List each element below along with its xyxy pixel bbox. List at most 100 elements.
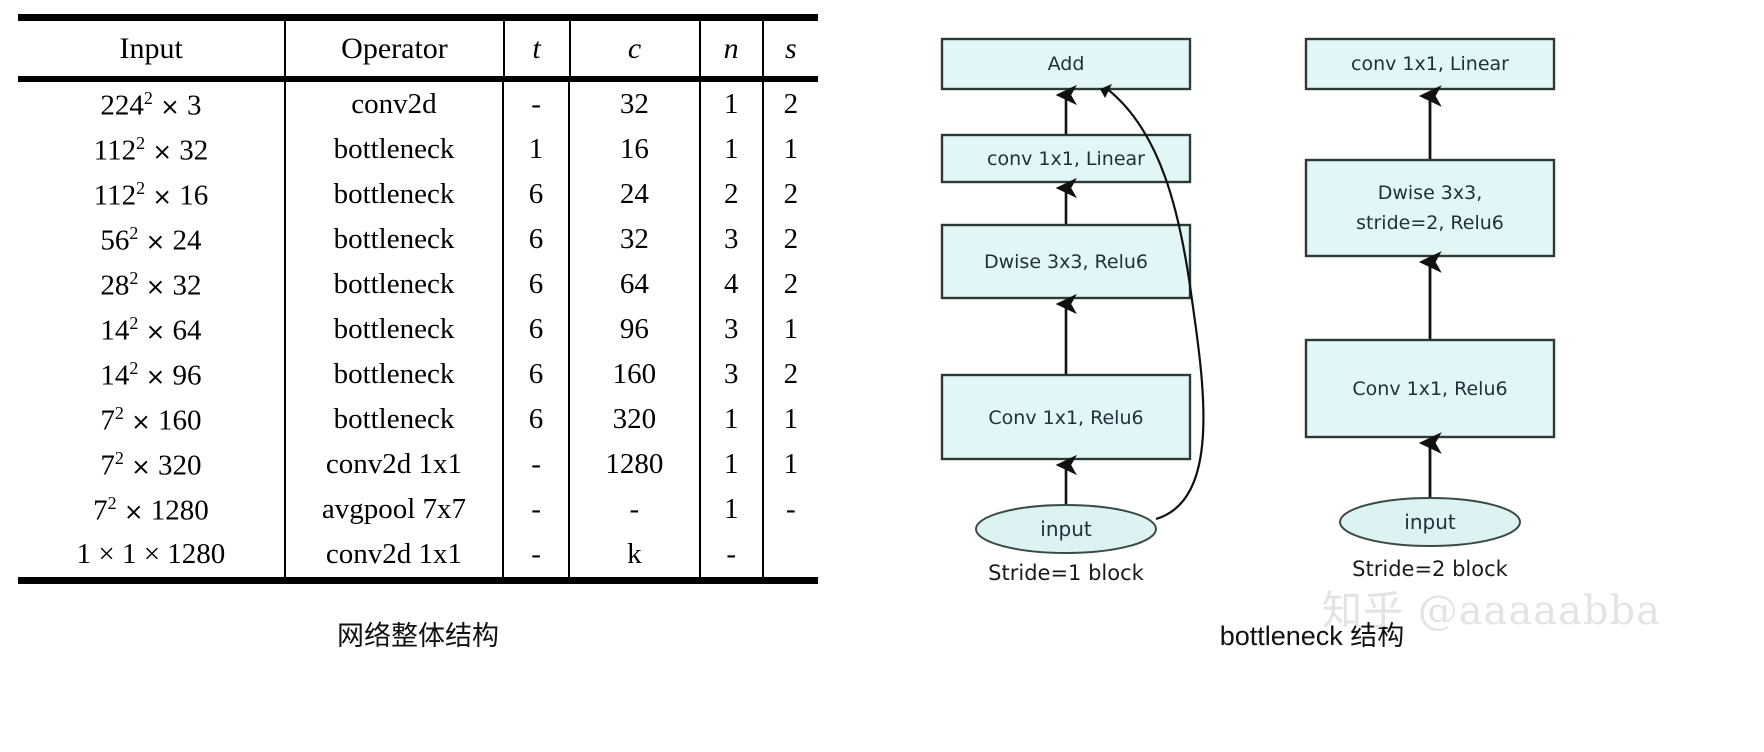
stride1-dwise-box[interactable]: Dwise 3x3, Relu6 <box>940 223 1192 300</box>
stride1-add-label: Add <box>1048 53 1085 75</box>
cell-c: 96 <box>568 307 700 352</box>
stride1-block: Add conv 1x1, Linear Dwise 3x3, Relu6 Co… <box>940 37 1205 585</box>
cell-s: - <box>761 487 818 532</box>
column-header-operator: Operator <box>284 21 504 76</box>
cell-s: 1 <box>761 127 818 172</box>
stride2-dwise-label-line1: Dwise 3x3, <box>1378 182 1483 204</box>
table-bottom-rule <box>18 577 818 584</box>
cell-s <box>761 532 818 577</box>
stride1-conv-linear-box[interactable]: conv 1x1, Linear <box>940 133 1192 184</box>
cell-t: 6 <box>502 172 570 217</box>
stride1-conv-linear-label: conv 1x1, Linear <box>987 148 1145 170</box>
stride1-dwise-label: Dwise 3x3, Relu6 <box>984 251 1148 273</box>
table-header-row: Input Operator t c n s <box>18 21 818 76</box>
stride1-skip-connection <box>1105 87 1205 521</box>
cell-t: 6 <box>502 307 570 352</box>
stride2-conv-relu-label: Conv 1x1, Relu6 <box>1352 378 1507 400</box>
column-header-n: n <box>698 21 763 76</box>
cell-t: 1 <box>502 127 570 172</box>
cell-input: 282 × 32 <box>100 267 202 302</box>
cell-t: - <box>502 532 570 577</box>
cell-operator: bottleneck <box>283 397 504 442</box>
cell-input: 562 × 24 <box>100 222 202 257</box>
cell-c: 64 <box>568 262 700 307</box>
cell-c: 1280 <box>568 442 700 487</box>
cell-operator: conv2d 1x1 <box>283 532 504 577</box>
column-header-c: c <box>568 21 700 76</box>
table-caption: 网络整体结构 <box>337 621 499 651</box>
table-top-rule <box>18 14 818 21</box>
cell-input: 142 × 64 <box>100 312 202 347</box>
cell-input: 1122 × 16 <box>93 177 209 212</box>
cell-s: 1 <box>761 397 818 442</box>
cell-c: k <box>568 532 700 577</box>
cell-c: 32 <box>568 217 700 262</box>
stride2-conv-linear-label: conv 1x1, Linear <box>1351 53 1509 75</box>
stride2-input-ellipse[interactable]: input <box>1339 497 1521 547</box>
cell-operator: bottleneck <box>283 307 504 352</box>
cell-s: 1 <box>761 442 818 487</box>
cell-input: 1122 × 32 <box>93 132 209 167</box>
cell-input: 72 × 320 <box>100 447 202 482</box>
cell-input: 1 × 1 × 1280 <box>76 538 226 570</box>
cell-t: 6 <box>502 352 570 397</box>
cell-n: - <box>698 532 763 577</box>
cell-operator: bottleneck <box>283 172 504 217</box>
stride1-conv-relu-label: Conv 1x1, Relu6 <box>988 407 1143 429</box>
cell-c: 32 <box>568 82 700 127</box>
cell-operator: bottleneck <box>283 352 504 397</box>
cell-operator: avgpool 7x7 <box>283 487 504 532</box>
cell-input: 72 × 160 <box>100 402 202 437</box>
table-header-rule <box>18 76 818 82</box>
cell-n: 3 <box>698 352 763 397</box>
cell-s: 2 <box>761 262 818 307</box>
bottleneck-diagram-panel: Add conv 1x1, Linear Dwise 3x3, Relu6 Co… <box>860 0 1764 752</box>
cell-t: 6 <box>502 397 570 442</box>
stride2-conv-relu-box[interactable]: Conv 1x1, Relu6 <box>1304 338 1556 439</box>
cell-s: 2 <box>761 352 818 397</box>
stride1-conv-relu-box[interactable]: Conv 1x1, Relu6 <box>940 373 1192 461</box>
cell-t: - <box>502 487 570 532</box>
stride2-conv-linear-box[interactable]: conv 1x1, Linear <box>1304 37 1556 91</box>
column-header-t: t <box>502 21 570 76</box>
cell-operator: bottleneck <box>283 262 504 307</box>
cell-operator: bottleneck <box>283 127 504 172</box>
cell-c: 320 <box>568 397 700 442</box>
cell-c: 24 <box>568 172 700 217</box>
stride1-add-box[interactable]: Add <box>940 37 1192 91</box>
cell-c: 16 <box>568 127 700 172</box>
cell-t: 6 <box>502 217 570 262</box>
cell-n: 1 <box>698 127 763 172</box>
cell-n: 1 <box>698 397 763 442</box>
column-header-input: Input <box>119 31 183 65</box>
cell-t: - <box>502 442 570 487</box>
bottleneck-diagram-svg: Add conv 1x1, Linear Dwise 3x3, Relu6 Co… <box>940 37 1556 585</box>
stride2-block-label: Stride=2 block <box>1352 557 1508 581</box>
stride1-input-ellipse[interactable]: input <box>975 504 1157 554</box>
cell-t: 6 <box>502 262 570 307</box>
cell-c: 160 <box>568 352 700 397</box>
cell-s: 1 <box>761 307 818 352</box>
cell-t: - <box>502 82 570 127</box>
cell-input: 72 × 1280 <box>93 492 209 527</box>
cell-n: 3 <box>698 217 763 262</box>
cell-input: 142 × 96 <box>100 357 202 392</box>
cell-n: 4 <box>698 262 763 307</box>
stride1-input-label: input <box>1040 517 1092 541</box>
cell-input: 2242 × 3 <box>100 87 202 122</box>
stride2-dwise-box[interactable]: Dwise 3x3, stride=2, Relu6 <box>1304 158 1556 258</box>
cell-operator: bottleneck <box>283 217 504 262</box>
cell-n: 2 <box>698 172 763 217</box>
table-header: Input Operator t c n s <box>18 21 818 76</box>
